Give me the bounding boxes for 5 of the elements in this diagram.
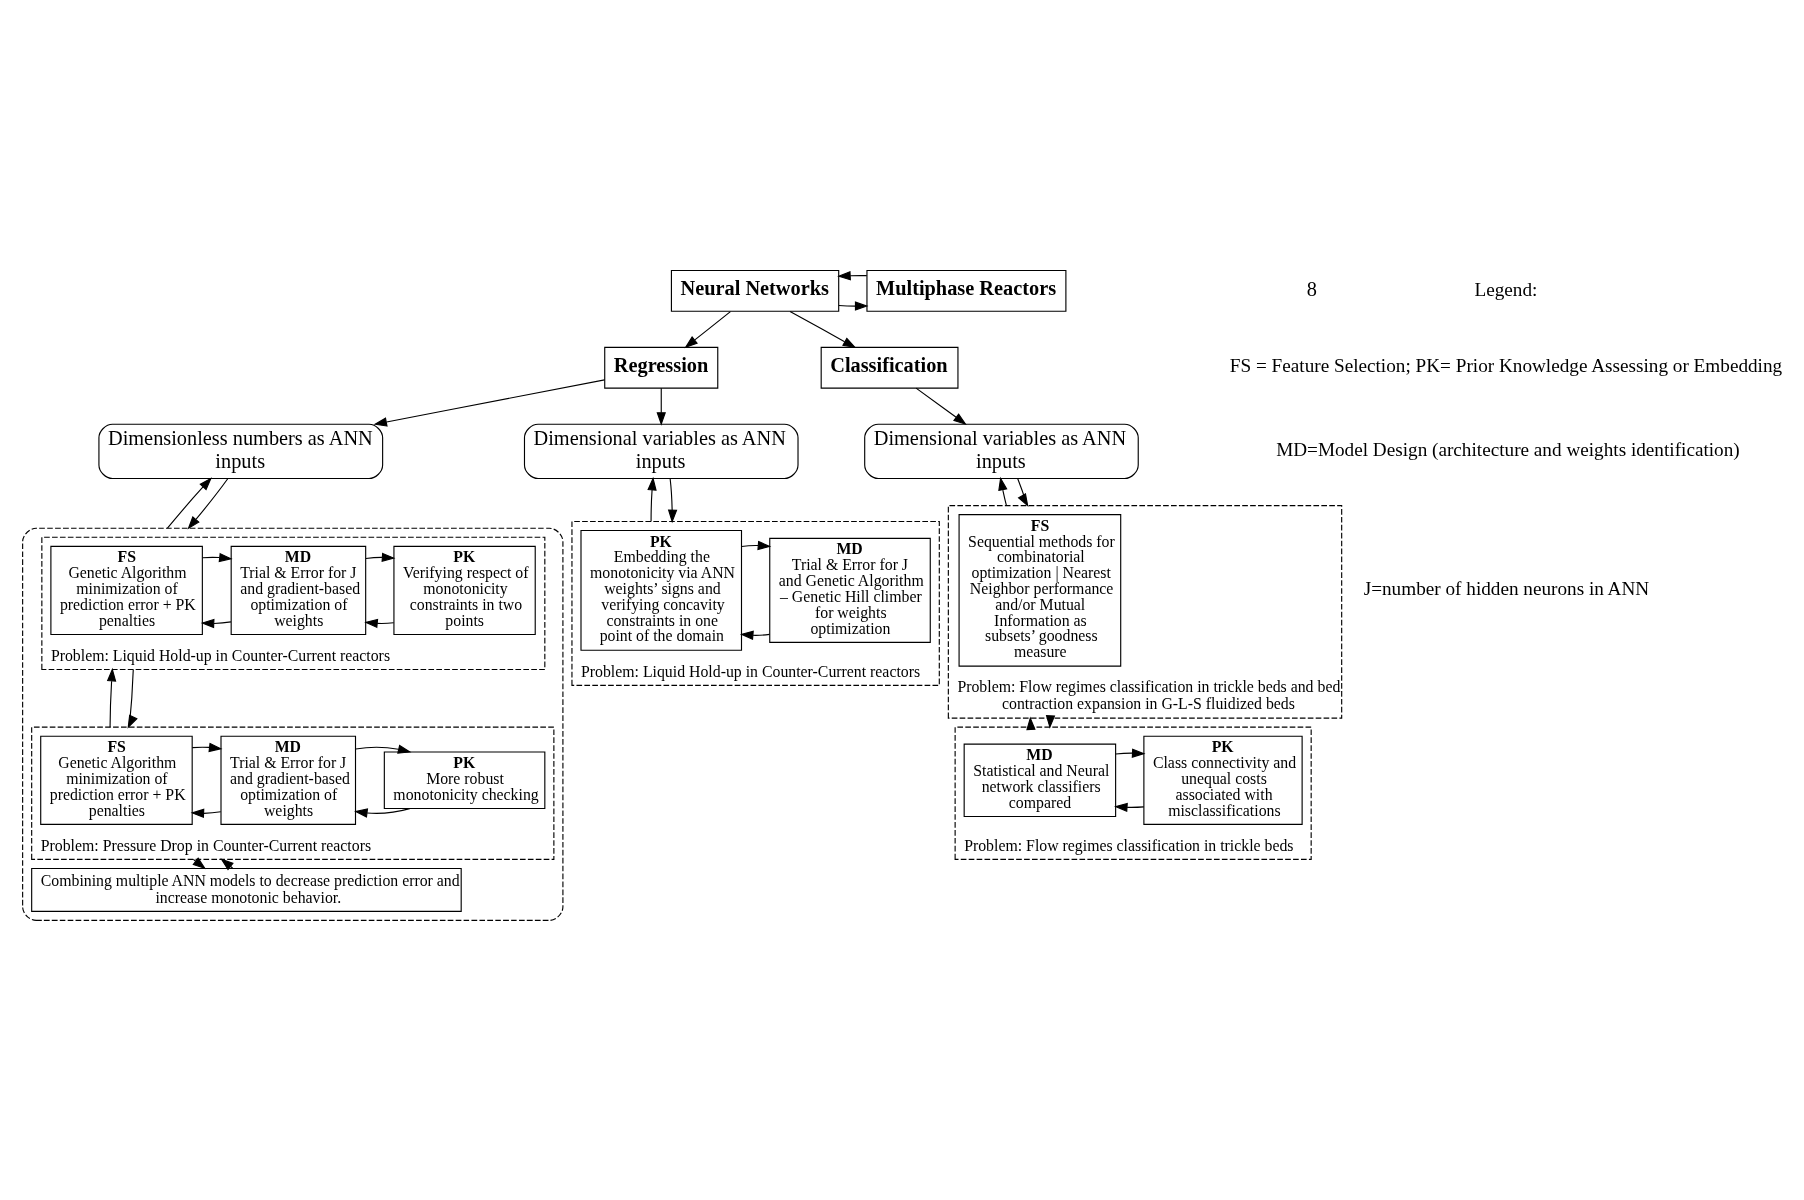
label: 8 <box>1306 277 1317 300</box>
label: FS = Feature Selection; PK= Prior Knowledge Assessing or Embedding <box>1229 355 1783 377</box>
label: MD=Model Design (architecture and weights identification) <box>1276 439 1740 460</box>
label: Legend: <box>1474 278 1538 300</box>
label: J=number of hidden neurons in ANN <box>1363 578 1650 600</box>
